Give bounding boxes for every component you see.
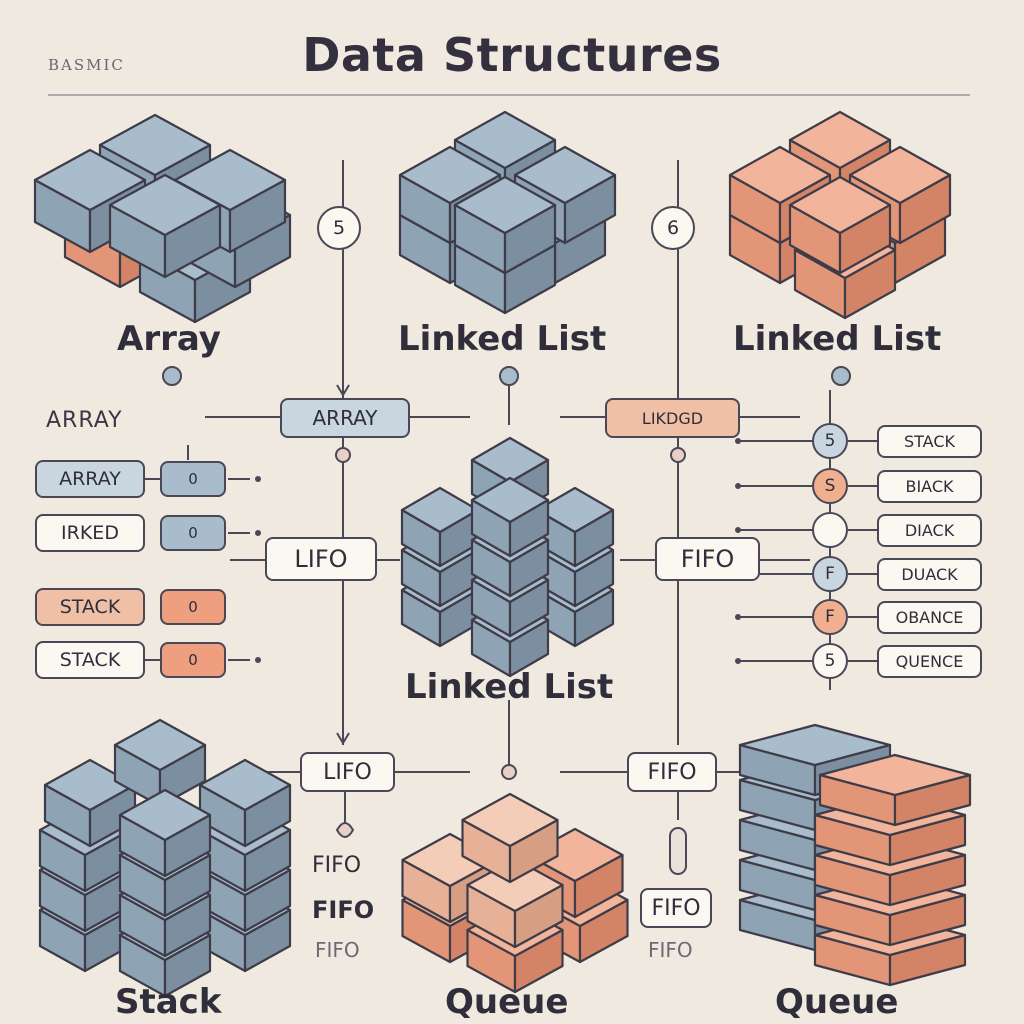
right-row-label: QUENCE [877, 645, 982, 678]
right-row-circle: F [812, 556, 848, 592]
connector-box-lifo: LIFO [265, 537, 377, 581]
label-stack: Stack [115, 982, 222, 1022]
block [400, 486, 480, 568]
right-row-label: DIACK [877, 514, 982, 547]
label-linked-list-middle: Linked List [405, 667, 614, 707]
fifo-text-1: FIFO [312, 853, 362, 878]
right-row-label: OBANCE [877, 601, 982, 634]
header-caption: BASMIC [48, 56, 125, 74]
block [43, 758, 137, 848]
right-row-circle: 5 [812, 643, 848, 679]
left-row-pill: 0 [160, 589, 226, 625]
step-circle-left: 5 [317, 206, 361, 250]
fifo-text-2: FIFO [312, 896, 375, 924]
block [461, 792, 559, 884]
label-linked-list-right: Linked List [733, 319, 942, 359]
block [818, 753, 972, 827]
left-row-label: ARRAY [35, 460, 145, 498]
left-row-label: STACK [35, 641, 145, 679]
fifo-box-right: FIFO [640, 888, 712, 928]
connector-box-fifo: FIFO [655, 537, 760, 581]
left-row-label: STACK [35, 588, 145, 626]
block [453, 175, 557, 275]
label-array: Array [117, 319, 221, 359]
fifo-text-right: FIFO [648, 938, 693, 962]
left-row-pill: 0 [160, 515, 226, 551]
left-row-pill: 0 [160, 461, 226, 497]
label-linked-list-center: Linked List [398, 319, 607, 359]
left-panel-heading: ARRAY [46, 408, 123, 433]
block [118, 788, 212, 878]
right-row-circle: F [812, 599, 848, 635]
connector-box-fifo-low: FIFO [627, 752, 717, 792]
right-row-label: BIACK [877, 470, 982, 503]
label-queue-right: Queue [775, 982, 899, 1022]
page-title: Data Structures [302, 28, 722, 82]
label-queue-center: Queue [445, 982, 569, 1022]
step-circle-right: 6 [651, 206, 695, 250]
right-row-circle: 5 [812, 423, 848, 459]
block [198, 758, 292, 848]
left-row-label: IRKED [35, 514, 145, 552]
right-row-circle: S [812, 468, 848, 504]
block [470, 476, 550, 558]
left-row-pill: 0 [160, 642, 226, 678]
connector-box-array: ARRAY [280, 398, 410, 438]
right-row-circle [812, 512, 848, 548]
block [108, 173, 222, 279]
block [788, 175, 892, 275]
right-row-label: DUACK [877, 558, 982, 591]
connector-box-lifo-low: LIFO [300, 752, 395, 792]
connector-box-linked: LIKDGD [605, 398, 740, 438]
fifo-text-3: FIFO [315, 938, 360, 962]
right-row-label: STACK [877, 425, 982, 458]
